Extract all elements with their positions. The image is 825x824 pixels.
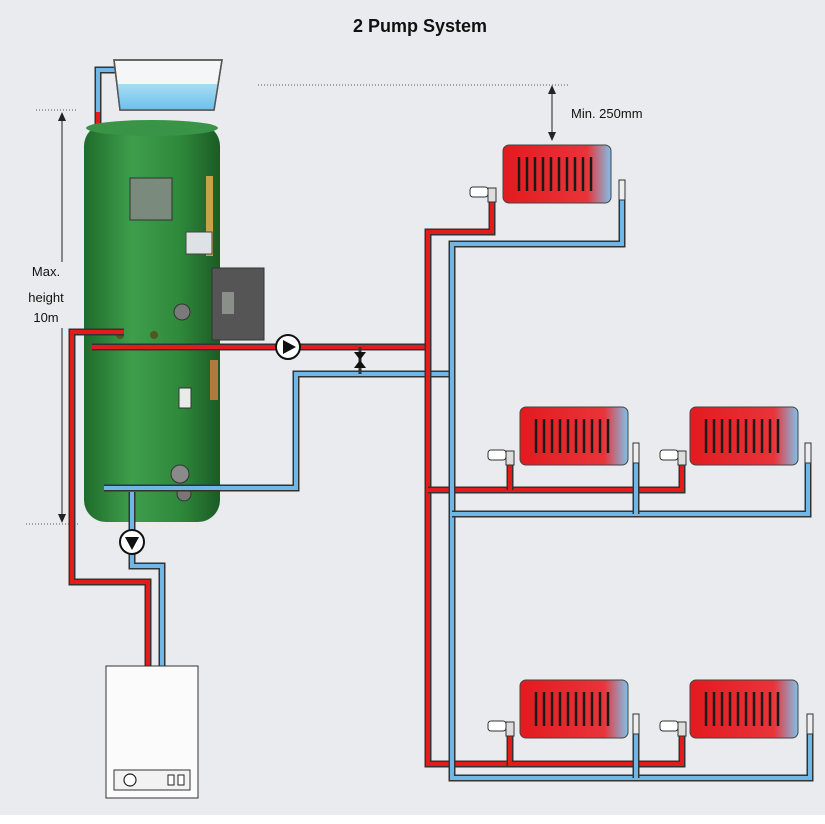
diagram-title: 2 Pump System — [353, 16, 487, 36]
cylinder-icon — [84, 120, 265, 522]
max-height-label-line2: height — [28, 290, 64, 305]
min-clearance-label: Min. 250mm — [571, 106, 643, 121]
min-clearance-arrow — [548, 85, 556, 141]
max-height-label-line3: 10m — [33, 310, 58, 325]
bypass-valve-icon — [354, 352, 366, 368]
radiator-bottom-left-icon — [518, 678, 630, 740]
boiler-flow-pipe — [68, 328, 152, 668]
radiator-bottom-right-icon — [688, 678, 800, 740]
cylinder-return-pipe — [104, 370, 452, 492]
max-height-label-line1: Max. — [32, 264, 60, 279]
boiler-pump-icon — [119, 529, 145, 555]
radiator-mid-right-icon — [688, 405, 800, 467]
cold-return-riser-pipe — [448, 200, 814, 782]
radiator-mid-left-icon — [518, 405, 630, 467]
radiator-top-icon — [501, 143, 613, 205]
boiler-icon — [105, 665, 199, 799]
header-tank-icon — [113, 59, 223, 111]
heating-pump-icon — [275, 334, 301, 360]
